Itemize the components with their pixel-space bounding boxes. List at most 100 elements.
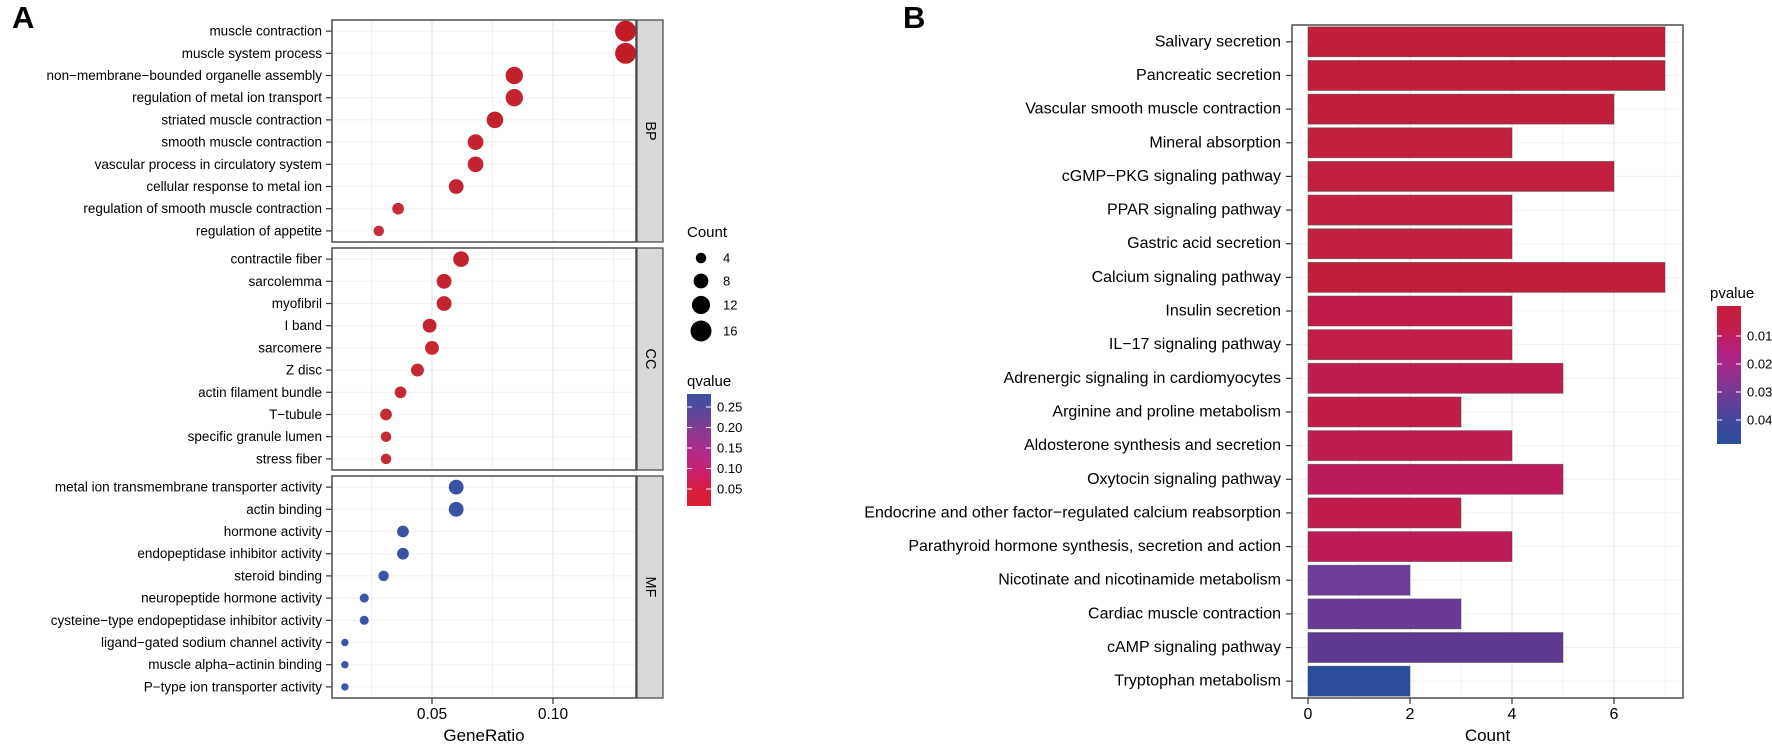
count-bar	[1307, 261, 1666, 293]
pathway-label: Parathyroid hormone synthesis, secretion…	[908, 538, 1281, 555]
qvalue-tick-label: 0.10	[717, 461, 742, 476]
x-tick-label: 6	[1610, 706, 1619, 723]
facet-strip-label: MF	[642, 577, 658, 598]
x-tick-label: 2	[1406, 706, 1415, 723]
qvalue-tick-label: 0.05	[717, 482, 742, 497]
pathway-label: cAMP signaling pathway	[1107, 639, 1281, 656]
pathway-label: Mineral absorption	[1149, 134, 1281, 151]
facet-strip-label: BP	[642, 121, 658, 140]
gene-ratio-dot	[467, 156, 484, 173]
gene-ratio-dot	[341, 660, 349, 669]
count-bar	[1307, 598, 1462, 630]
go-term-label: T−tubule	[269, 407, 322, 422]
pathway-label: IL−17 signaling pathway	[1109, 336, 1281, 353]
go-term-label: regulation of smooth muscle contraction	[83, 201, 322, 216]
pathway-label: Nicotinate and nicotinamide metabolism	[998, 572, 1281, 589]
count-bar	[1307, 60, 1666, 91]
pathway-label: Salivary secretion	[1155, 33, 1281, 50]
count-bar	[1307, 161, 1615, 192]
gene-ratio-dot	[615, 42, 637, 64]
gene-ratio-dot	[397, 525, 409, 538]
go-term-label: actin binding	[246, 502, 322, 517]
go-term-label: vascular process in circulatory system	[95, 157, 322, 172]
count-legend-title: Count	[687, 224, 728, 241]
gene-ratio-dot	[436, 296, 452, 311]
count-legend-value: 4	[723, 251, 730, 266]
count-bar	[1307, 93, 1615, 125]
pathway-label: Calcium signaling pathway	[1092, 269, 1281, 286]
pvalue-tick-label: 0.02	[1747, 357, 1772, 372]
panel-a-label: A	[12, 0, 35, 35]
go-term-label: cysteine−type endopeptidase inhibitor ac…	[51, 613, 323, 628]
pathway-label: Vascular smooth muscle contraction	[1025, 101, 1281, 118]
count-legend-value: 16	[723, 324, 737, 339]
go-term-label: cellular response to metal ion	[146, 179, 322, 194]
count-legend-dot	[691, 295, 711, 315]
x-axis-title-count: Count	[1465, 726, 1511, 745]
gene-ratio-dot	[467, 134, 484, 150]
qvalue-tick-label: 0.20	[717, 420, 742, 435]
plot-border	[1291, 24, 1684, 699]
go-term-label: non−membrane−bounded organelle assembly	[47, 68, 323, 83]
go-term-label: hormone activity	[224, 524, 323, 539]
x-tick-label: 4	[1508, 706, 1517, 723]
count-bar	[1307, 396, 1462, 428]
facet-strip	[636, 247, 664, 471]
pvalue-colorbar	[1717, 306, 1741, 444]
gene-ratio-dot	[394, 386, 407, 399]
pathway-label: Aldosterone synthesis and secretion	[1024, 437, 1281, 454]
gene-ratio-dot	[392, 202, 404, 215]
gene-ratio-dot	[373, 225, 385, 237]
gene-ratio-dot	[380, 431, 392, 442]
go-term-label: sarcomere	[258, 340, 322, 355]
go-term-label: muscle alpha−actinin binding	[148, 657, 322, 672]
plot-background	[1292, 25, 1683, 698]
gene-ratio-dot	[378, 570, 389, 582]
go-term-label: sarcolemma	[248, 274, 322, 289]
facet-border	[331, 247, 637, 471]
x-axis-title-generatio: GeneRatio	[443, 726, 524, 745]
pathway-label: Adrenergic signaling in cardiomyocytes	[1004, 370, 1281, 387]
qvalue-tick-label: 0.15	[717, 441, 742, 456]
pvalue-legend-title: pvalue	[1710, 285, 1754, 302]
gene-ratio-dot	[486, 111, 504, 129]
panel-b-label: B	[903, 0, 926, 35]
go-term-label: P−type ion transporter activity	[144, 679, 322, 694]
facet-strip-label: CC	[642, 349, 658, 370]
pvalue-tick-label: 0.03	[1747, 385, 1772, 400]
count-bar	[1307, 295, 1513, 327]
gene-ratio-dot	[380, 408, 392, 421]
pvalue-tick-label: 0.04	[1747, 413, 1772, 428]
pathway-label: Tryptophan metabolism	[1114, 673, 1281, 690]
go-term-label: striated muscle contraction	[161, 112, 322, 127]
x-tick-label: 0.05	[417, 706, 447, 723]
pathway-label: Gastric acid secretion	[1127, 235, 1281, 252]
count-bar	[1307, 430, 1513, 462]
go-term-label: endopeptidase inhibitor activity	[137, 546, 322, 561]
facet-background	[332, 20, 636, 242]
count-legend-dot	[693, 273, 709, 289]
gene-ratio-dot	[422, 318, 437, 333]
go-term-label: muscle system process	[182, 46, 323, 61]
gene-ratio-dot	[448, 179, 464, 194]
qvalue-tick-label: 0.25	[717, 400, 742, 415]
qvalue-colorbar	[687, 394, 711, 506]
gene-ratio-dot	[505, 66, 523, 85]
gene-ratio-dot	[425, 340, 439, 355]
pathway-label: Cardiac muscle contraction	[1088, 605, 1281, 622]
count-bar	[1307, 194, 1513, 226]
go-term-label: regulation of appetite	[196, 223, 322, 238]
pathway-label: Endocrine and other factor−regulated cal…	[864, 504, 1281, 521]
go-term-label: muscle contraction	[209, 24, 322, 39]
go-term-label: stress fiber	[256, 451, 323, 466]
x-tick-label: 0.10	[538, 706, 569, 723]
go-term-label: actin filament bundle	[198, 385, 322, 400]
panel-a-dotplot: muscle contraction muscle system process n…	[47, 19, 664, 745]
count-bar	[1307, 463, 1564, 495]
gene-ratio-dot	[453, 251, 469, 267]
qvalue-legend-title: qvalue	[687, 373, 731, 390]
count-bar	[1307, 531, 1513, 562]
gene-ratio-dot	[505, 89, 523, 107]
